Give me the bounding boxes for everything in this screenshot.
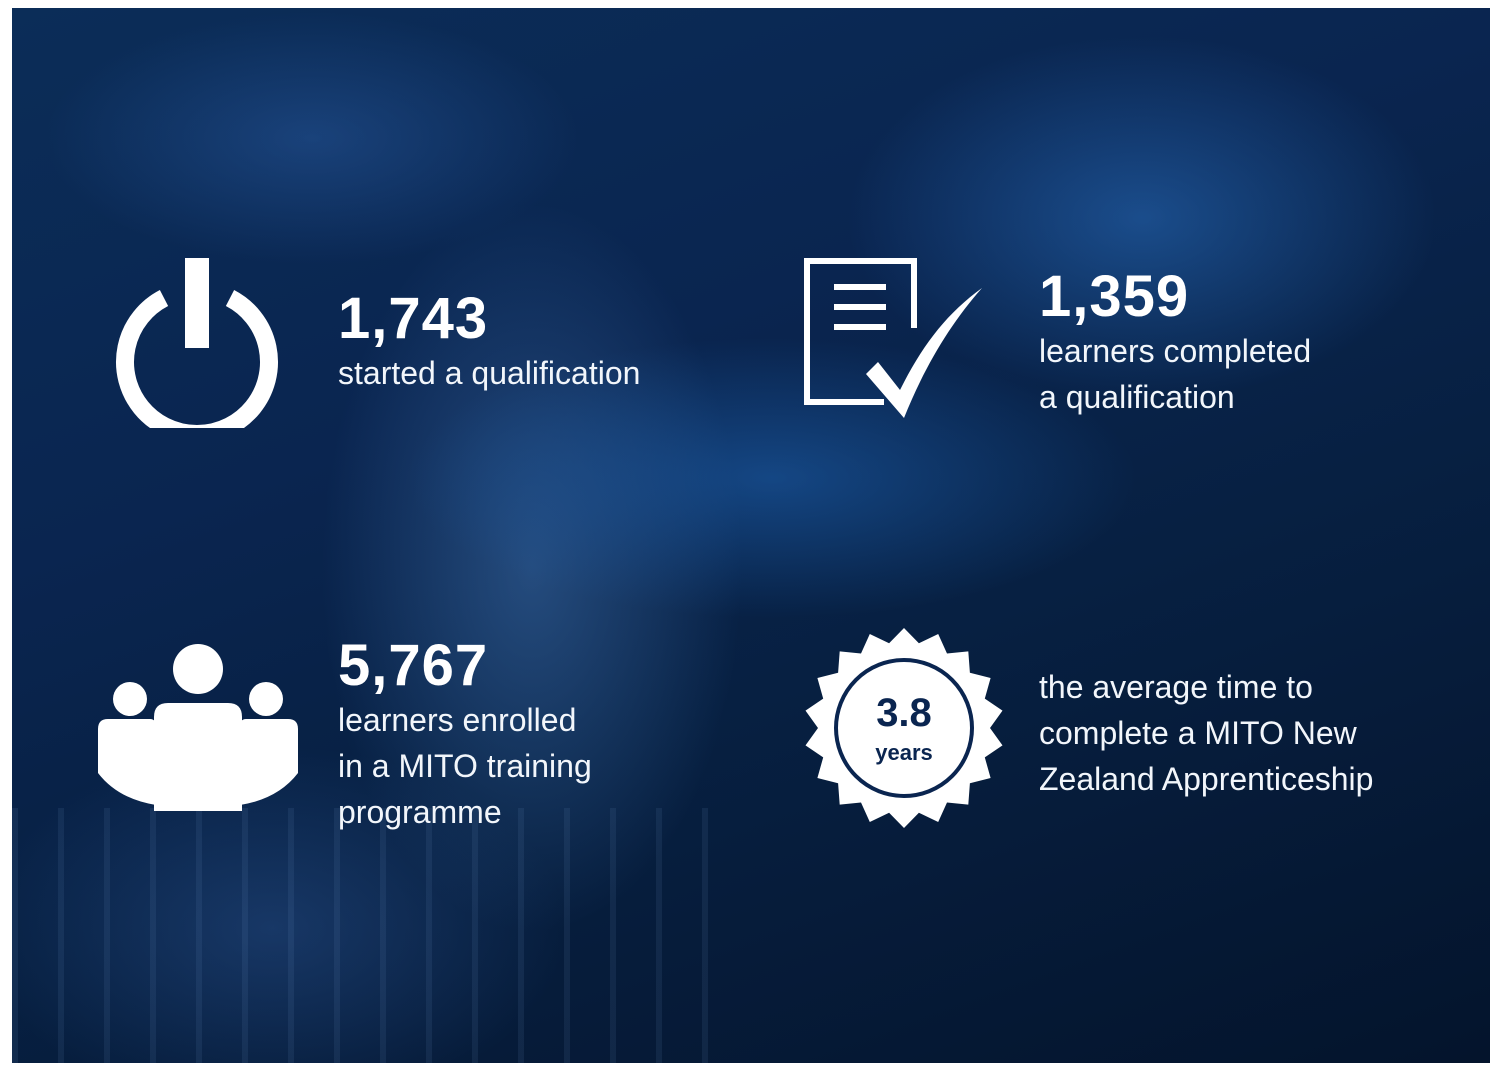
background-texture [12, 808, 732, 1063]
stat-number: 1,743 [338, 286, 489, 351]
stat-enrolled: 5,767 learners enrolled in a MITO traini… [338, 635, 592, 835]
power-icon [112, 258, 282, 443]
stat-number: 5,767 [338, 633, 489, 698]
stat-started: 1,743 started a qualification [338, 288, 640, 396]
stat-completed: 1,359 learners completed a qualification [1039, 266, 1311, 420]
people-group-icon [98, 643, 298, 818]
stat-average: the average time to complete a MITO New … [1039, 664, 1373, 802]
stat-label: learners enrolled in a MITO training pro… [338, 702, 592, 830]
seal-badge-icon: 3.8 years [804, 628, 1004, 833]
badge-value: 3.8 [876, 691, 932, 735]
infographic-panel: 1,743 started a qualification 1,359 lear… [12, 8, 1490, 1063]
stat-label: started a qualification [338, 355, 641, 391]
stat-label: learners completed a qualification [1039, 333, 1312, 415]
badge-unit: years [875, 740, 933, 765]
document-check-icon [804, 258, 984, 425]
stat-number: 1,359 [1039, 264, 1190, 329]
stat-label: the average time to complete a MITO New … [1039, 669, 1374, 797]
